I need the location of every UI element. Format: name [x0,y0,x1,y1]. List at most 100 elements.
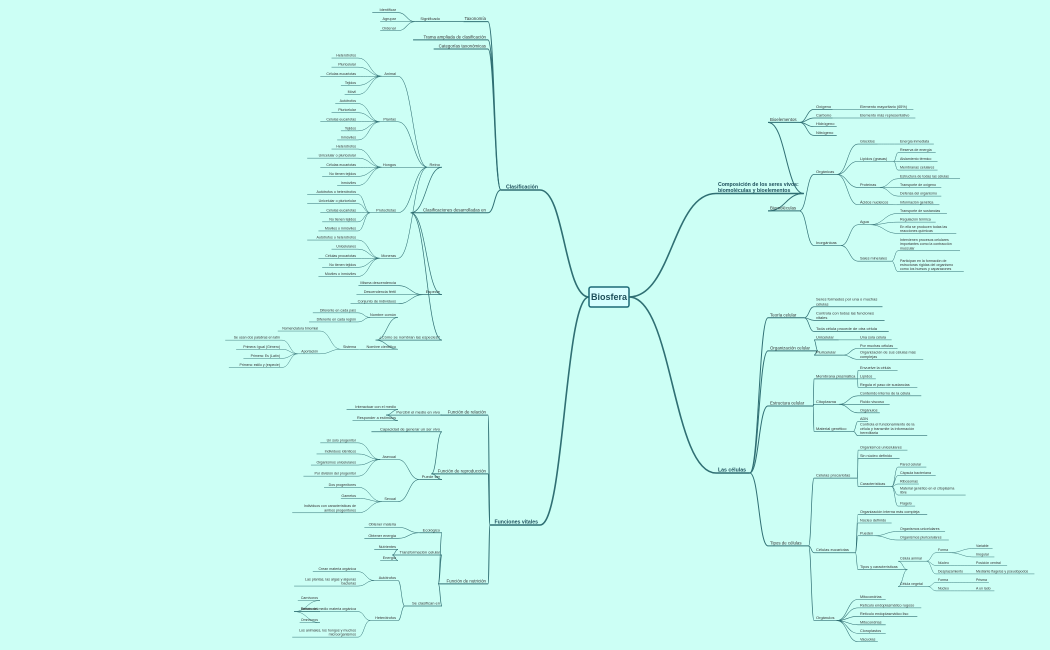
topic-diferente-en-cada-pais[interactable]: Diferente en cada país [312,308,358,314]
topic-nomenclatura-binomial[interactable]: Nomenclatura binomial [277,327,320,332]
topic-tejidos[interactable]: Tejidos [340,81,358,86]
topic-ecologico[interactable]: Ecológico [419,527,442,534]
topic-primera-igual-genero[interactable]: Primera: Igual (Género) [236,345,282,350]
topic-reserva-de-energia[interactable]: Reserva de energía [898,148,936,153]
topic-conjunto-de-individuos[interactable]: Conjunto de individuos [350,299,398,305]
topic-elemento-mas-representativo[interactable]: Elemento más representativo [858,114,916,119]
topic-plantas[interactable]: Plantas [380,117,398,123]
topic-energia-inmediata[interactable]: Energía inmediata [898,140,934,145]
topic-celulas-eucariotas[interactable]: Células eucariotas [320,208,358,213]
topic-trama-ampliada-de-clasificacion[interactable]: Trama ampliada de clasificación [413,34,488,41]
topic-aportacion[interactable]: Aportación [297,349,320,355]
topic-hidrogeno[interactable]: Hidrógeno [814,121,837,128]
topic-individuos-identicos[interactable]: Individuos idénticos [316,449,358,455]
topic-citoplasma[interactable]: Citoplasma [814,399,839,405]
topic-celulas-procariotas[interactable]: Células procariotas [814,473,858,479]
topic-mitocondrias[interactable]: Mitocondrias [858,595,886,600]
topic-funcion-de-reproduccion[interactable]: Función de reproducción [431,468,488,475]
topic-no-tienen-tejidos[interactable]: No tienen tejidos [322,263,358,268]
topic-pared-celular[interactable]: Pared celular [898,463,927,468]
topic-se-usan-dos-palabras-en-latin[interactable]: Se usan dos palabras en latín [225,336,282,341]
topic-hongos[interactable]: Hongos [382,163,398,168]
topic-transporte-de-oxigeno[interactable]: Transporte de oxígeno [898,183,942,188]
topic-moneras[interactable]: Moneras [380,254,398,259]
topic-reticulo-endoplasmatico-rugoso[interactable]: Retículo endoplasmático rugoso [858,603,922,609]
topic-moviles-o-inmoviles[interactable]: Móviles o inmóviles [318,272,358,277]
topic-pluricelular[interactable]: Pluricelular [331,108,358,113]
topic-celulas-eucariotas[interactable]: Células eucariotas [320,72,358,77]
topic-a-un-lado[interactable]: A un lado [974,586,995,592]
topic-heterotrofos[interactable]: Heterótrofos [370,616,398,621]
topic-organulos[interactable]: Orgánulos [858,408,880,414]
topic-organicas[interactable]: Orgánicas [814,169,837,175]
topic-ordenar[interactable]: Ordenar [380,26,398,32]
topic-por-division-del-progenitor[interactable]: Por división del progenitor [303,472,358,477]
topic-informacion-genetica[interactable]: Información genética [898,200,940,206]
topic-elemento-mayoritario-65[interactable]: Elemento mayoritario (65%) [858,105,914,110]
topic-no-tienen-tejidos[interactable]: No tienen tejidos [322,172,358,177]
topic-sexual[interactable]: Sexual [382,497,398,502]
topic-regula-el-paso-de-sustancias[interactable]: Regula el paso de sustancias [858,383,918,388]
topic-proteinas[interactable]: Proteínas [858,183,880,188]
topic-nucleo[interactable]: Núcleo [936,561,951,566]
topic-celula-vegetal[interactable]: Célula vegetal [898,582,929,587]
topic-composicion-de-los-seres-vivos-biomolecu[interactable]: Composición de los seres vivos:biomolécu… [716,182,804,195]
topic-dos-progenitores[interactable]: Dos progenitores [324,483,358,488]
topic-unicelulares[interactable]: Unicelulares [331,245,358,250]
topic-descendencia-fertil[interactable]: Descendencia fértil [356,290,398,295]
topic-estructura-celular[interactable]: Estructura celular [768,401,814,407]
topic-organismos-unicelulares[interactable]: Organismos unicelulares [310,461,358,466]
topic-posicion-central[interactable]: Posición central [974,561,1008,566]
topic-carnivoros[interactable]: Carnívoros [297,596,320,601]
topic-moviles-o-inmoviles[interactable]: Móviles o inmóviles [318,226,358,232]
topic-energia[interactable]: Energía [380,556,398,561]
topic-funcion-de-nutricion[interactable]: Función de nutrición [438,578,488,585]
topic-lipidos[interactable]: Lípidos [858,374,876,380]
topic-clasificacion[interactable]: Clasificación [500,185,540,191]
topic-autotrofos-o-heterotrofos[interactable]: Autótrofos o heterótrofos [307,236,358,241]
topic-envuelve-la-celula[interactable]: Envuelve la célula [858,366,898,371]
topic-responder-a-estimulos[interactable]: Responder a estímulos [352,416,398,421]
topic-lipidos-grasas[interactable]: Lípidos (grasas) [858,157,894,162]
topic-transporte-de-sustancias[interactable]: Transporte de sustancias [898,209,947,214]
topic-capacidad-de-generar-un-ser-vivo[interactable]: Capacidad de generar un ser vivo [371,426,442,433]
topic-celulas-procariotas[interactable]: Células procariotas [318,254,358,259]
topic-mitocondrias[interactable]: Mitocondrias [858,620,886,626]
topic-agrupar[interactable]: Agrupar [380,17,398,22]
topic-nucleo[interactable]: Núcleo [936,586,951,592]
topic-puede-ser[interactable]: Puede ser [419,474,442,480]
topic-autotrofos-o-heterotrofos[interactable]: Autótrofos o heterótrofos [307,190,358,195]
topic-cloroplastos[interactable]: Cloroplastos [858,629,886,634]
topic-celulas-eucariotas[interactable]: Células eucariotas [320,117,358,122]
topic-fluido-viscoso[interactable]: Fluido viscoso [858,400,890,405]
topic-especie[interactable]: Especie [423,289,442,295]
topic-organismos-unicelulares[interactable]: Organismos unicelulares [858,446,908,451]
topic-ribosomas[interactable]: Ribosomas [898,480,919,485]
topic-asexual[interactable]: Asexual [380,455,398,460]
topic-primera-es-latin[interactable]: Primera: Es (Latín) [243,354,282,359]
topic-mediante-flagelos-y-pseudopodos[interactable]: Mediante flagelos y pseudópodos [974,569,1035,575]
topic-las-celulas[interactable]: Las células [716,468,750,474]
topic-omnivoros[interactable]: Omnívoros [299,618,320,623]
topic-membranas-celulares[interactable]: Membranas celulares [898,166,938,171]
topic-aislamiento-termico[interactable]: Aislamiento térmico [898,157,938,162]
topic-pluricelular[interactable]: Pluricelular [814,350,843,356]
topic-capsula-bacteriana[interactable]: Cápsula bacteriana [898,471,936,476]
topic-identificar[interactable]: Identificar [372,8,398,13]
topic-vacuolas[interactable]: Vacuolas [858,637,878,643]
topic-bioelementos[interactable]: Bioelementos [768,117,800,123]
topic-autotrofos[interactable]: Autótrofos [374,576,398,581]
topic-tipos-de-celulas[interactable]: Tipos de células [768,540,809,547]
topic-agua[interactable]: Agua [858,220,870,226]
topic-teoria-celular[interactable]: Teoría celular [768,312,805,319]
topic-glucidos[interactable]: Glúcidos [858,140,878,145]
topic-biomoleculas[interactable]: Biomoléculas [768,205,800,212]
topic-unicelular-o-pluricelular[interactable]: Unicelular o pluricelular [307,199,358,204]
topic-nucleo-definido[interactable]: Núcleo definido [858,519,892,524]
topic-sin-nucleo-definido[interactable]: Sin núcleo definido [858,454,900,459]
